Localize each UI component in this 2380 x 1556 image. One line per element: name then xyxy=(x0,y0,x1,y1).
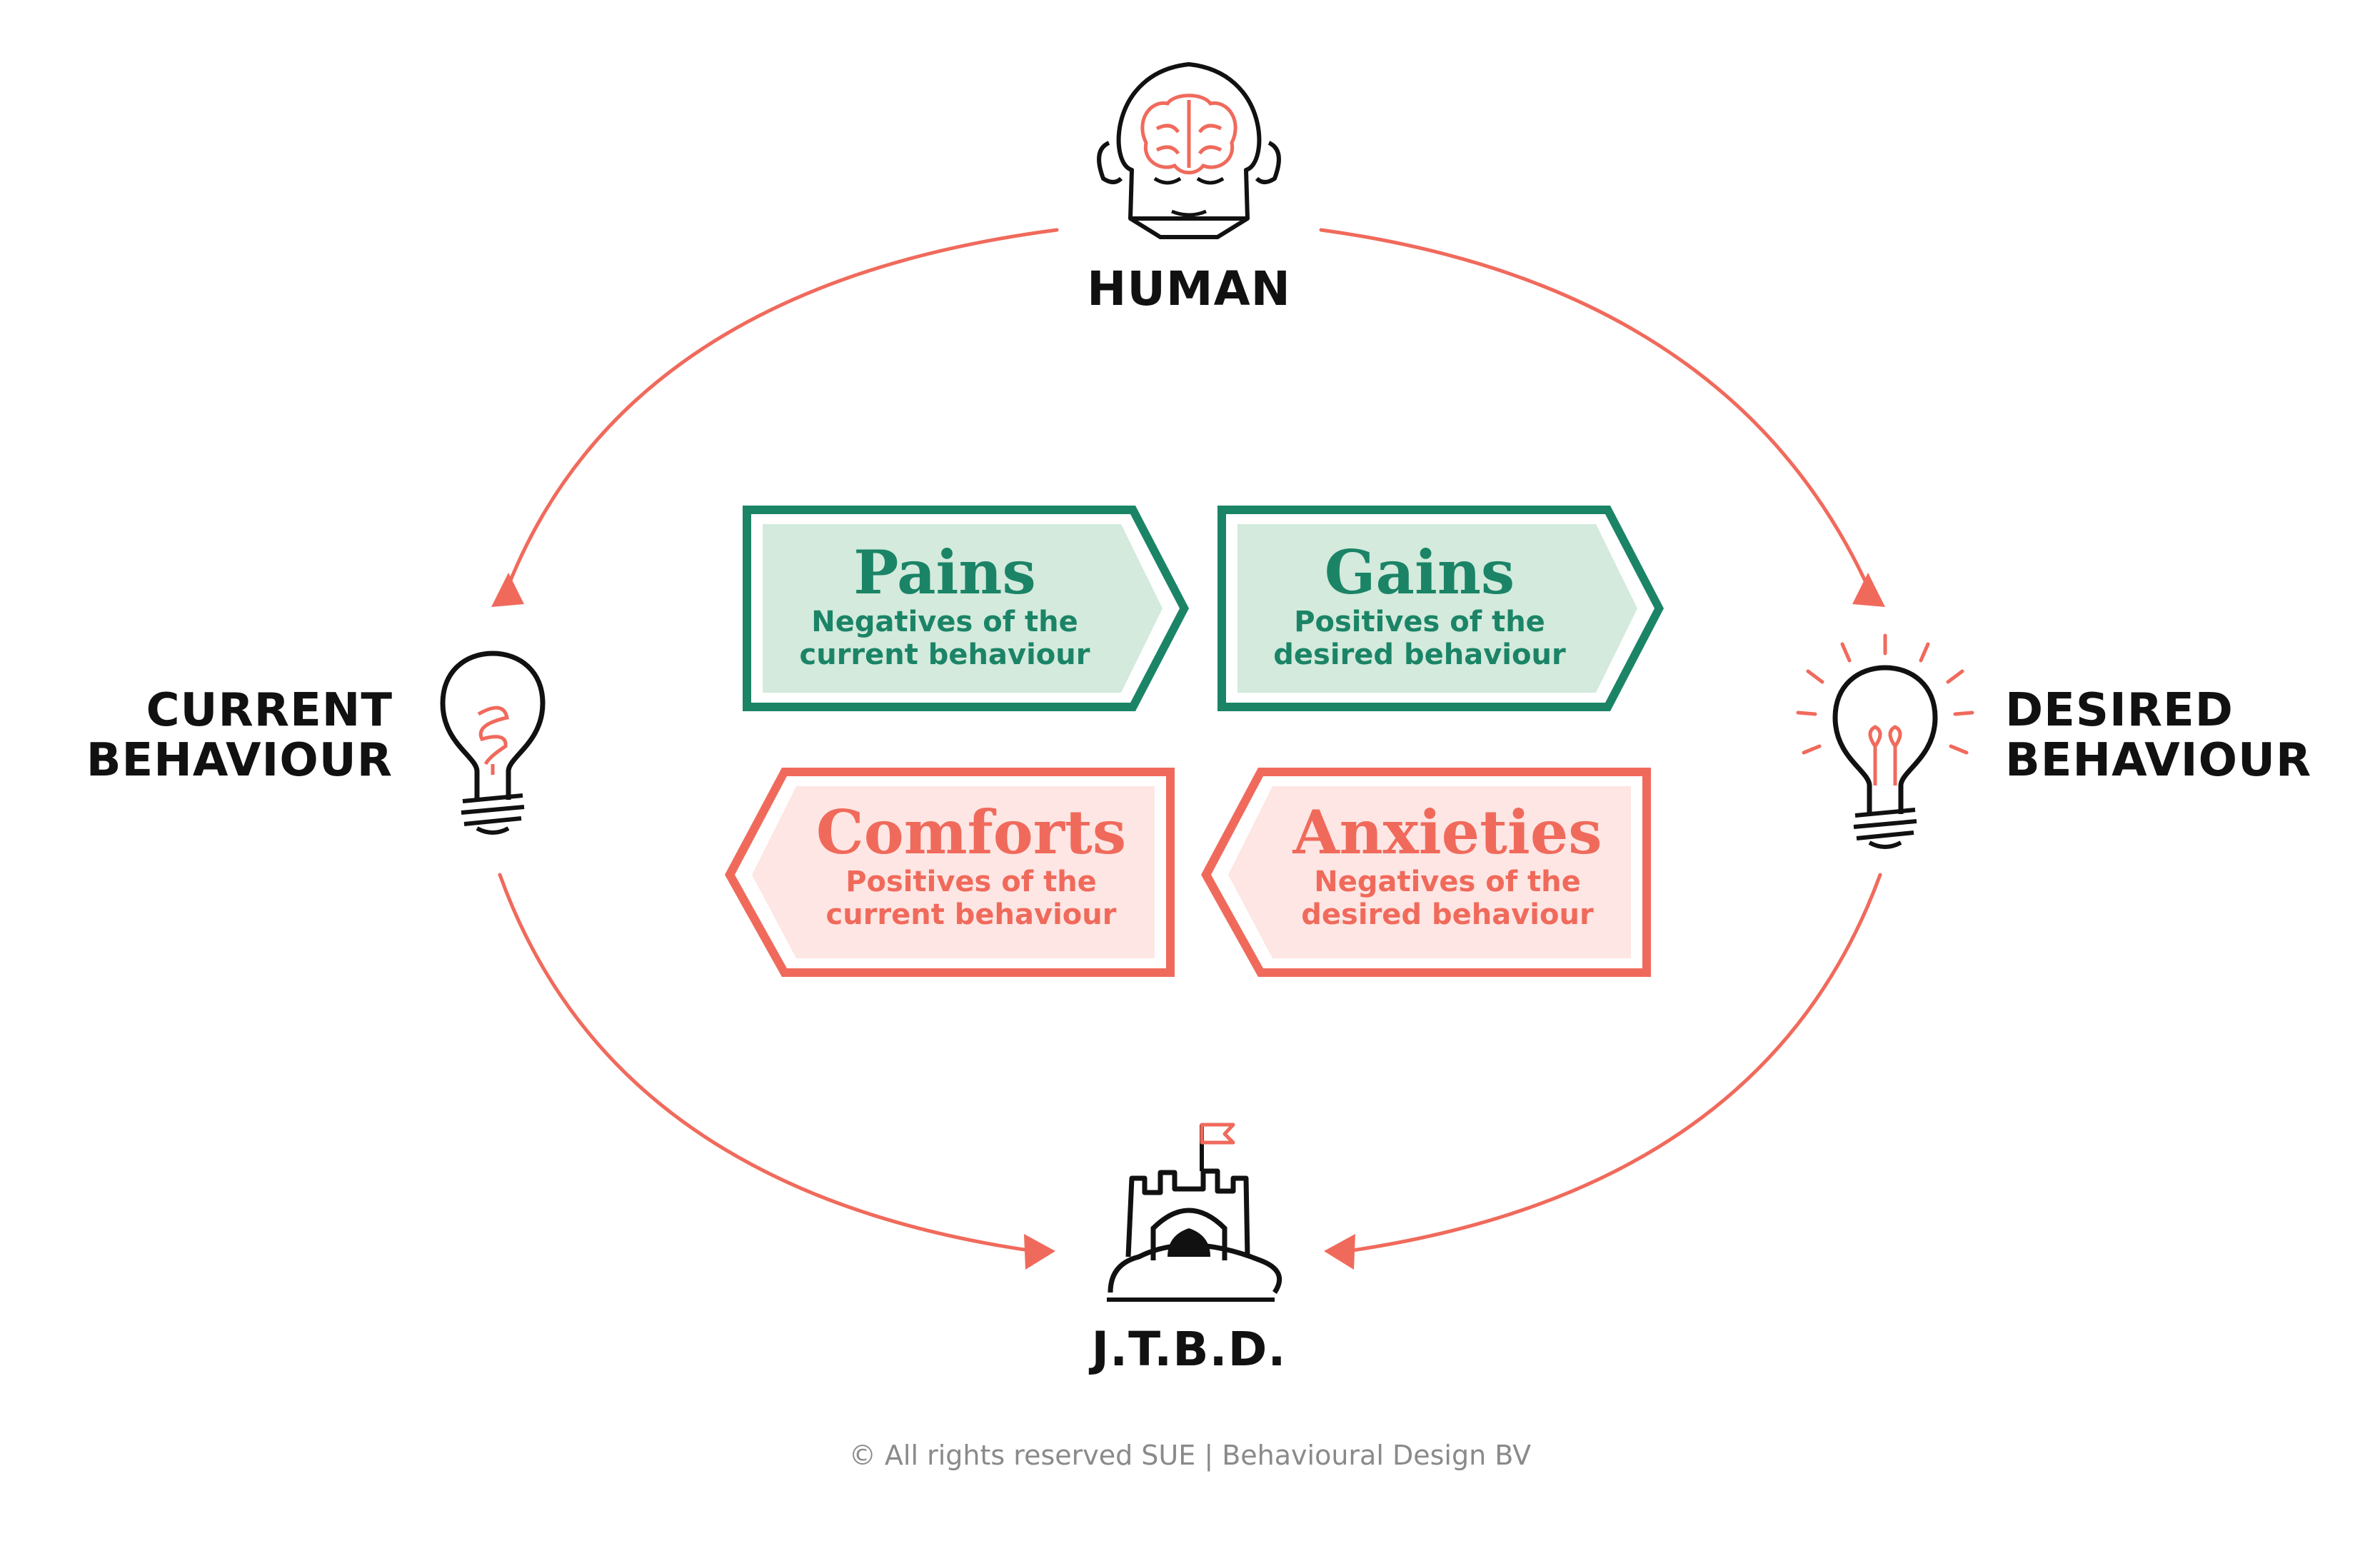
sandcastle-icon xyxy=(1107,1123,1282,1302)
anxieties-subtitle-line2: desired behaviour xyxy=(1301,898,1594,931)
desired-label-line2: BEHAVIOUR xyxy=(2005,734,2312,787)
anxieties-card xyxy=(1201,768,1651,977)
arrow-desired-to-jtbd xyxy=(1340,873,1882,1254)
comforts-title: Comforts xyxy=(815,797,1127,868)
gains-card-text: Gains Positives of the desired behaviour xyxy=(1237,537,1602,672)
arrow-human-to-desired xyxy=(1319,228,1869,588)
brain-icon xyxy=(1140,94,1237,175)
anxieties-card-text: Anxieties Negatives of the desired behav… xyxy=(1265,797,1630,932)
anxieties-subtitle-line1: Negatives of the xyxy=(1314,865,1581,898)
pains-card xyxy=(743,506,1189,711)
arrowhead-jtbd-right xyxy=(1324,1234,1355,1270)
desired-behaviour-label: DESIRED BEHAVIOUR xyxy=(2005,686,2348,785)
arrowhead-current xyxy=(491,573,524,607)
human-label-text: HUMAN xyxy=(1087,261,1291,316)
gains-subtitle-line1: Positives of the xyxy=(1294,606,1545,638)
desired-bulb-icon xyxy=(1796,633,1974,849)
current-behaviour-label: CURRENT BEHAVIOUR xyxy=(57,686,393,785)
comforts-subtitle-line1: Positives of the xyxy=(845,865,1097,898)
desired-label-line1: DESIRED xyxy=(2005,684,2234,737)
gains-card xyxy=(1217,506,1664,711)
current-bulb-icon xyxy=(440,651,546,835)
gains-title: Gains xyxy=(1324,537,1515,608)
pains-subtitle-line1: Negatives of the xyxy=(811,606,1078,638)
tangled-filament xyxy=(477,706,509,775)
current-label-line1: CURRENT xyxy=(146,684,393,737)
pains-subtitle-line2: current behaviour xyxy=(799,638,1090,671)
pains-card-text: Pains Negatives of the current behaviour xyxy=(763,537,1127,672)
arrow-current-to-jtbd xyxy=(498,873,1041,1254)
arrow-heads xyxy=(491,573,1885,1270)
comforts-subtitle-line2: current behaviour xyxy=(825,898,1117,931)
clean-filament xyxy=(1868,725,1902,785)
arrowhead-desired xyxy=(1852,573,1885,607)
arrowhead-jtbd-left xyxy=(1024,1234,1055,1270)
pains-title: Pains xyxy=(853,537,1036,608)
arrow-human-to-current xyxy=(506,228,1059,588)
flag-icon xyxy=(1200,1123,1235,1145)
cycle-arrows xyxy=(498,228,1882,1254)
gains-subtitle-line2: desired behaviour xyxy=(1273,638,1566,671)
comforts-card xyxy=(725,768,1175,977)
copyright-footer: © All rights reserved SUE | Behavioural … xyxy=(848,1440,1532,1471)
jtbd-label-text: J.T.B.D. xyxy=(1091,1322,1287,1377)
human-label: HUMAN xyxy=(1046,264,1332,314)
anxieties-title: Anxieties xyxy=(1292,797,1602,868)
human-head-icon xyxy=(1097,62,1281,239)
jtbd-label: J.T.B.D. xyxy=(1046,1325,1332,1375)
glow-rays xyxy=(1796,633,1974,755)
comforts-card-text: Comforts Positives of the current behavi… xyxy=(789,797,1153,932)
current-label-line2: BEHAVIOUR xyxy=(86,734,393,787)
